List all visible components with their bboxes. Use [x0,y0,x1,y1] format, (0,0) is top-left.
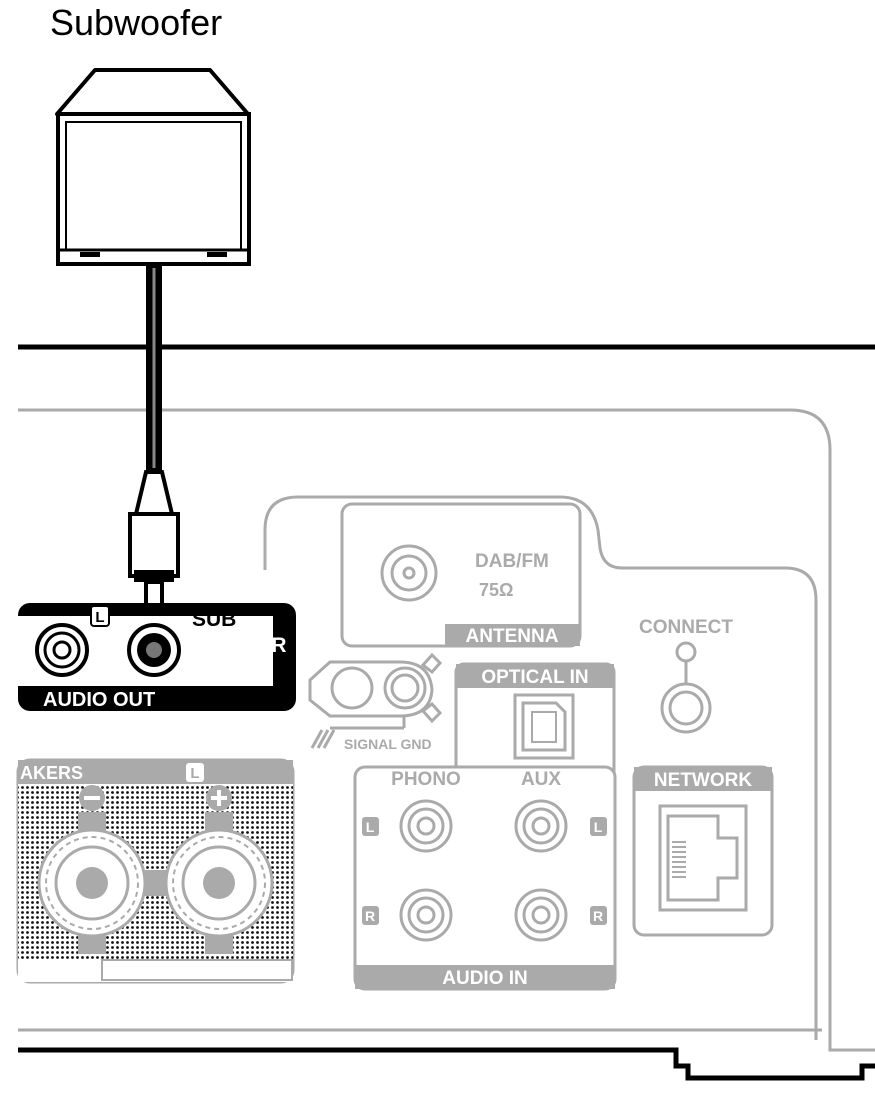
signal-gnd-terminal: SIGNAL GND [308,652,443,752]
aux-right-jack[interactable] [514,888,568,942]
aux-left-jack[interactable] [514,799,568,853]
sub-label-line1: SUB [192,608,236,631]
audio-out-label: AUDIO OUT [43,689,155,711]
phono-right-badge: R [365,908,375,924]
optical-in-label: OPTICAL IN [481,667,588,688]
speaker-terminals: AKERS L [16,758,295,984]
network-label: NETWORK [654,770,752,791]
aux-left-badge: L [594,819,603,835]
dab-fm-label: DAB/FM [475,551,549,572]
diagram-title: Subwoofer [50,2,223,43]
connect-button[interactable]: CONNECT [639,617,733,734]
audio-in-panel: AUDIO IN PHONO AUX L L R R [353,765,617,991]
phono-left-badge: L [366,819,375,835]
speaker-minus-terminal[interactable] [37,828,147,938]
connect-label: CONNECT [639,617,733,638]
signal-gnd-label: SIGNAL GND [344,736,432,752]
optical-in-terminal: OPTICAL IN [454,662,616,784]
phono-left-jack[interactable] [399,799,453,853]
ohm-label: 75Ω [479,580,513,600]
sub-label-line2: WOOFER [192,634,287,657]
speakers-label: AKERS [20,763,83,783]
subwoofer-unit [55,68,251,266]
audio-out-panel: L SUB WOOFER AUDIO OUT [18,603,296,711]
audio-in-label: AUDIO IN [442,968,528,989]
subwoofer-cable [128,264,180,610]
speaker-left-badge: L [190,765,199,782]
aux-right-badge: R [593,908,603,924]
aux-label: AUX [521,769,561,790]
left-badge: L [95,609,104,626]
back-panel [18,408,875,1052]
network-port[interactable]: NETWORK [632,765,774,937]
speaker-plus-terminal[interactable] [164,828,274,938]
antenna-terminal: DAB/FM 75Ω ANTENNA [340,502,582,648]
phono-right-jack[interactable] [399,888,453,942]
phono-label: PHONO [391,769,461,790]
antenna-label: ANTENNA [466,626,559,647]
